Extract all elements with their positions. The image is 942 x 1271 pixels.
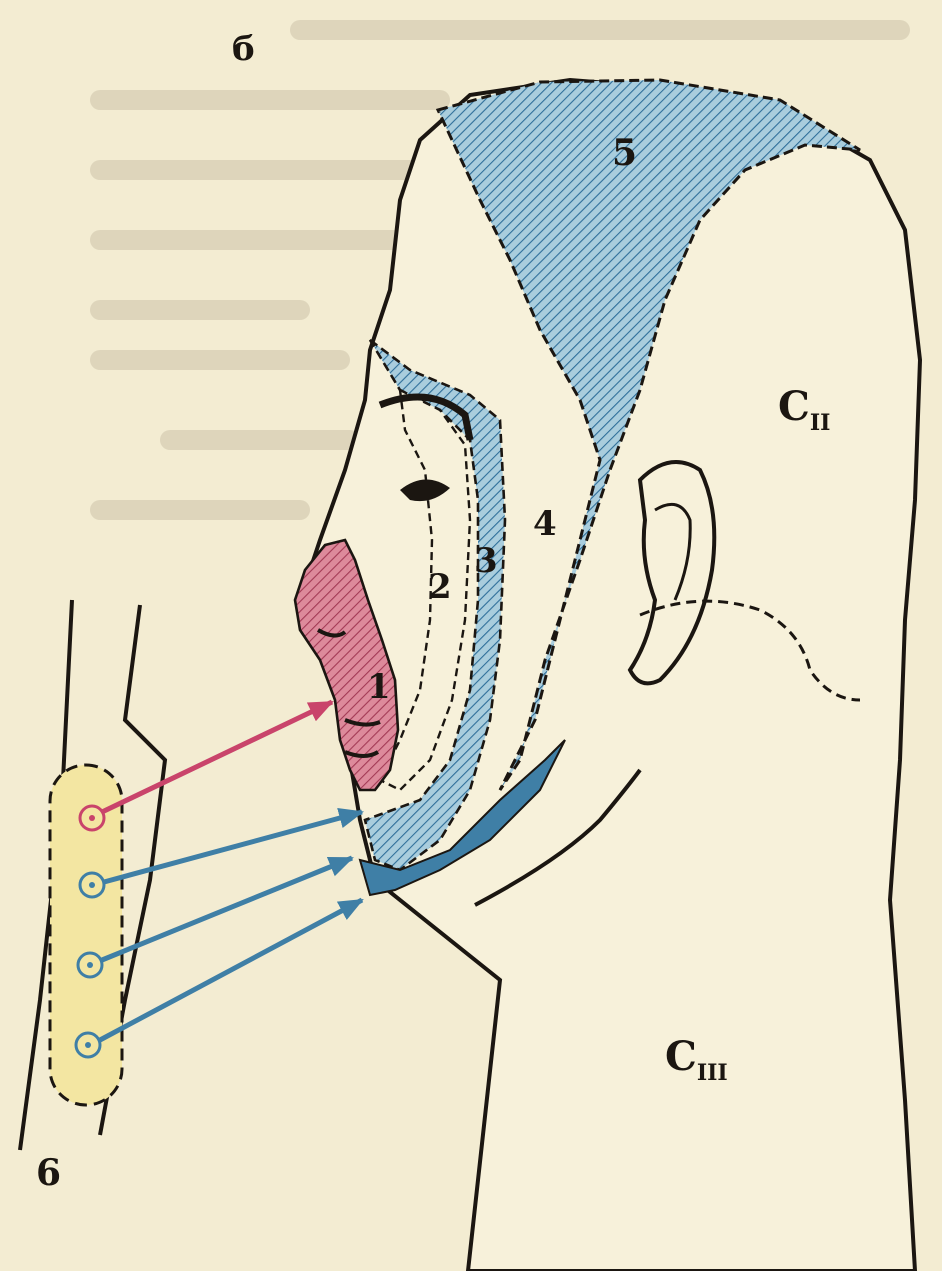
zone-label-1: 1 xyxy=(367,667,391,707)
zone-label-3: 3 xyxy=(474,541,498,581)
zone-label-6: 6 xyxy=(36,1152,61,1194)
arrow-icon xyxy=(102,702,332,812)
arrow-icon xyxy=(100,900,362,1040)
zone-label-4: 4 xyxy=(533,504,557,544)
figure-letter: б xyxy=(232,29,255,69)
nucleus-capsule xyxy=(50,765,122,1105)
zone-label-2: 2 xyxy=(428,567,452,607)
zone-label-5: 5 xyxy=(612,132,637,174)
